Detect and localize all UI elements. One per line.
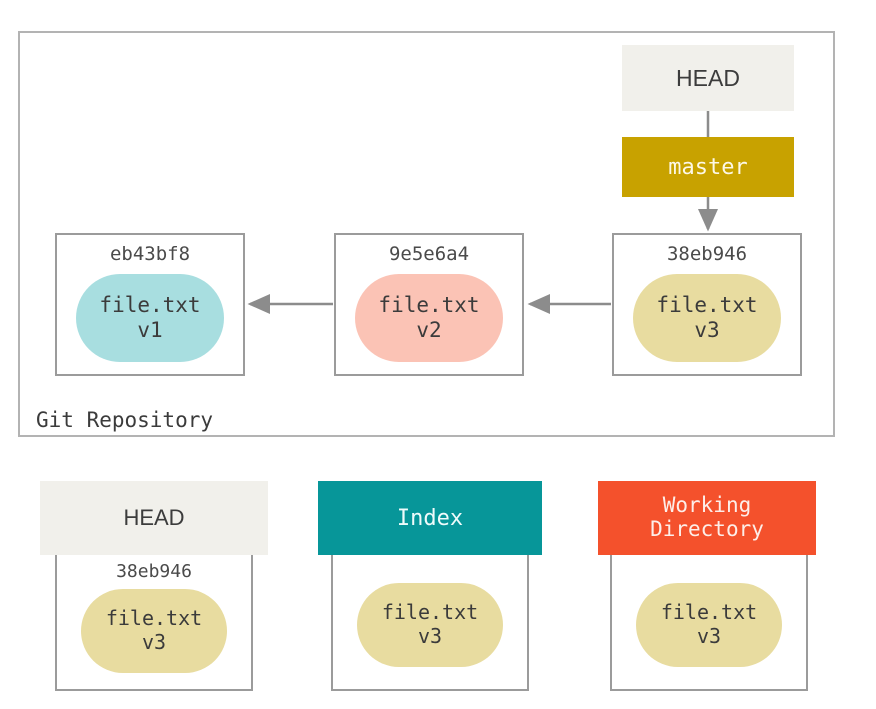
- blob-filename: file.txt: [378, 293, 480, 318]
- area-commit-hash: 38eb946: [116, 561, 192, 582]
- commit-node-38eb946: 38eb946 file.txt v3: [612, 233, 802, 376]
- blob-file-v1: file.txt v1: [76, 274, 224, 362]
- blob-version: v3: [694, 318, 720, 342]
- blob-file-v3-head: file.txt v3: [81, 589, 227, 673]
- area-title-line1: Working: [662, 493, 752, 518]
- area-title: HEAD: [123, 505, 185, 530]
- blob-version: v3: [417, 624, 443, 648]
- area-title-line2: Directory: [650, 517, 764, 541]
- blob-filename: file.txt: [105, 606, 203, 631]
- head-pointer-box: HEAD: [622, 45, 794, 111]
- blob-version: v1: [137, 318, 163, 342]
- commit-hash: 9e5e6a4: [388, 243, 470, 265]
- git-repository-label: Git Repository: [36, 408, 214, 432]
- commit-hash: eb43bf8: [109, 243, 191, 265]
- area-header-index: Index: [318, 481, 542, 555]
- blob-file-v2: file.txt v2: [355, 274, 503, 362]
- area-title: Index: [396, 505, 464, 531]
- area-body-working-directory: file.txt v3: [610, 555, 808, 691]
- blob-filename: file.txt: [656, 293, 758, 318]
- area-header-head: HEAD: [40, 481, 268, 555]
- blob-file-v3-working: file.txt v3: [636, 583, 782, 667]
- area-body-head: 38eb946 file.txt v3: [55, 555, 253, 691]
- blob-filename: file.txt: [660, 600, 758, 625]
- commit-node-9e5e6a4: 9e5e6a4 file.txt v2: [334, 233, 524, 376]
- commit-hash: 38eb946: [666, 243, 748, 265]
- commit-node-eb43bf8: eb43bf8 file.txt v1: [55, 233, 245, 376]
- blob-file-v3-index: file.txt v3: [357, 583, 503, 667]
- area-body-index: file.txt v3: [331, 555, 529, 691]
- area-header-working-directory: Working Directory: [598, 481, 816, 555]
- blob-version: v3: [696, 624, 722, 648]
- master-branch-label: master: [668, 154, 748, 180]
- head-pointer-label: HEAD: [676, 64, 740, 91]
- blob-version: v3: [141, 630, 167, 654]
- blob-file-v3: file.txt v3: [633, 274, 781, 362]
- blob-version: v2: [416, 318, 442, 342]
- blob-filename: file.txt: [381, 600, 479, 625]
- master-branch-box: master: [622, 137, 794, 197]
- blob-filename: file.txt: [99, 293, 201, 318]
